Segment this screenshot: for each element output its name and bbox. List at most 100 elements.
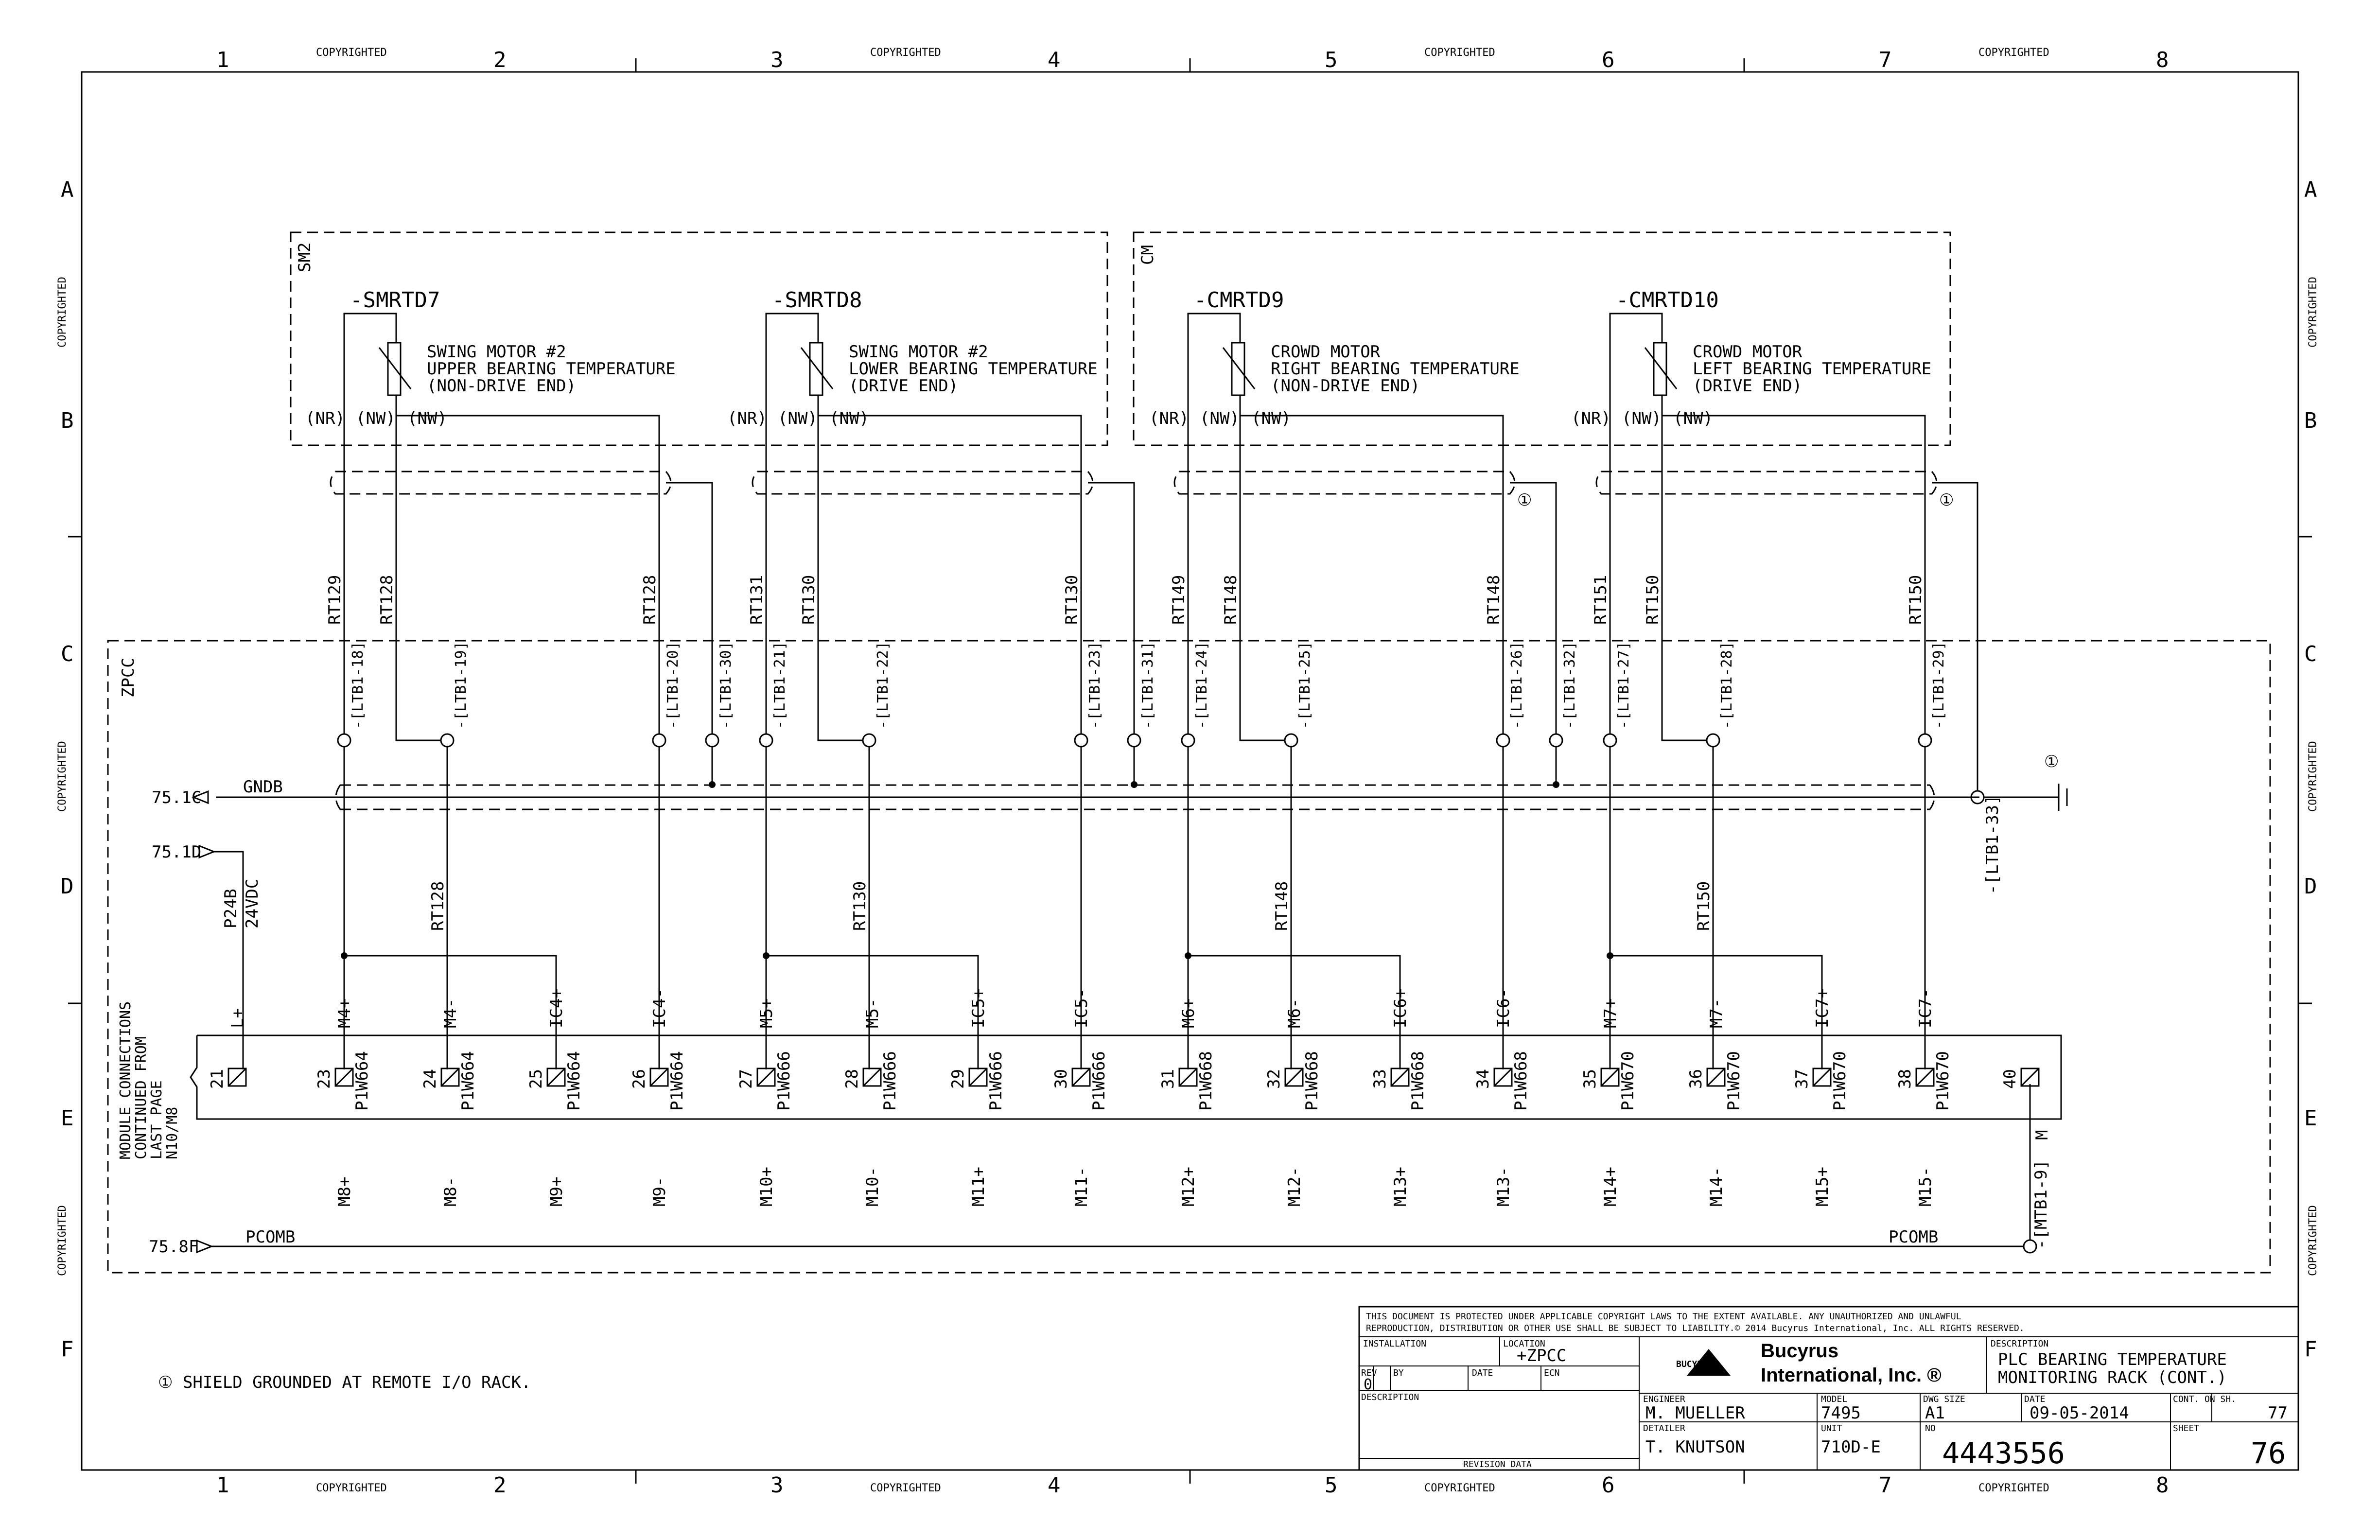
date2-label: DATE <box>2024 1394 2045 1404</box>
drawing-title-line2: MONITORING RACK (CONT.) <box>1998 1368 2227 1387</box>
col-1-b: 1 <box>216 1473 229 1498</box>
detailer-label: DETAILER <box>1643 1423 1685 1434</box>
footnote: ① SHIELD GROUNDED AT REMOTE I/O RACK. <box>158 1373 531 1392</box>
sensor-wiring-2: (NR)(NW)(NW)-[LTB1-32]①-[LTB1-24]-[LTB1-… <box>1149 313 1578 1069</box>
pin-signal-label: IC5+ <box>969 988 988 1028</box>
zone-sm2-box <box>290 231 1108 446</box>
wire-label: RT130 <box>799 575 819 625</box>
zone-cm-label: CM <box>1138 245 1157 265</box>
pin-signal-label: IC4- <box>650 988 669 1028</box>
terminal-label: -[LTB1-30] <box>718 641 735 729</box>
cont-value: 77 <box>2268 1403 2288 1423</box>
module-label-line1: MODULE CONNECTIONS <box>117 1001 134 1159</box>
pin-terminal-box <box>1071 1068 1091 1087</box>
copyright-mark: COPYRIGHTED <box>56 1205 69 1276</box>
wire-label: RT129 <box>325 575 345 625</box>
sensor-desc-line3: (DRIVE END) <box>1693 376 1802 396</box>
pin-terminal-box <box>1284 1068 1304 1087</box>
sensor-desc-line2: LOWER BEARING TEMPERATURE <box>849 359 1098 379</box>
col-6: 6 <box>1602 48 1615 72</box>
description-label: DESCRIPTION <box>1991 1339 2048 1349</box>
pin-continuation-label: M11+ <box>969 1167 988 1207</box>
pin-module-label: P1W666 <box>774 1051 794 1111</box>
terminal-label: -[LTB1-31] <box>1139 641 1156 729</box>
lead-nw-label: (NW) <box>1251 409 1291 428</box>
cable-shield <box>752 471 1094 495</box>
pin-terminal-box <box>1493 1068 1513 1087</box>
pin-number: 29 <box>948 1069 968 1089</box>
sensor-desc-line2: RIGHT BEARING TEMPERATURE <box>1271 359 1520 379</box>
pin-number: 23 <box>315 1069 334 1089</box>
pin-signal-label: IC5- <box>1072 988 1091 1028</box>
wire-label: RT131 <box>747 575 767 625</box>
col-2-b: 2 <box>493 1473 507 1498</box>
sensor-wiring-1: (NR)(NW)(NW)-[LTB1-31]-[LTB1-21]-[LTB1-2… <box>727 313 1156 1069</box>
sensor-smrtd8: -SMRTD8 SWING MOTOR #2 LOWER BEARING TEM… <box>772 288 1098 396</box>
wire-label: RT128 <box>428 881 448 931</box>
terminal-label: -[LTB1-19] <box>453 641 470 729</box>
terminal-label: -[LTB1-23] <box>1086 641 1103 729</box>
number-label: NO <box>1925 1423 1936 1434</box>
copyright-mark: COPYRIGHTED <box>1424 1482 1495 1494</box>
column-markers-top: 1 2 3 4 5 6 7 8 <box>216 48 2169 72</box>
col-2: 2 <box>493 48 507 72</box>
pin-terminal-box <box>1812 1068 1832 1087</box>
terminal-label: -[LTB1-27] <box>1615 641 1632 729</box>
lead-nr-label: (NR) <box>1149 409 1189 428</box>
sheet-label: SHEET <box>2173 1423 2199 1434</box>
pin-module-label: P1W670 <box>1618 1051 1638 1111</box>
col-7-b: 7 <box>1879 1473 1892 1498</box>
rtd-element-icon <box>1653 342 1667 396</box>
pin-signal-label: IC6- <box>1494 988 1513 1028</box>
wire-label: RT130 <box>850 881 870 931</box>
lead-nr-label: (NR) <box>305 409 345 428</box>
pin-number: 32 <box>1264 1069 1284 1089</box>
wire-label: RT149 <box>1169 575 1189 625</box>
copyright-mark: COPYRIGHTED <box>870 1482 941 1494</box>
gndb-bus: 75.1C GNDB ① -[LTB1-33] <box>152 486 2068 894</box>
vdc-label: 24VDC <box>243 879 262 928</box>
pcomb-label: PCOMB <box>245 1227 295 1247</box>
terminal-circle <box>1284 733 1298 748</box>
col-3: 3 <box>770 48 784 72</box>
pin-continuation-label: M14+ <box>1601 1167 1620 1207</box>
pin-signal-label: IC6+ <box>1391 988 1410 1028</box>
module-label-line2: CONTINUED FROM <box>133 1036 150 1159</box>
pin-terminal-box <box>1178 1068 1198 1087</box>
wire-label: RT150 <box>1906 575 1925 625</box>
cable-shield <box>1173 471 1516 495</box>
rtd-element-icon <box>1231 342 1245 396</box>
sensor-tag: -SMRTD7 <box>350 288 440 313</box>
pin-terminal-box <box>334 1068 354 1087</box>
company-name: Bucyrus <box>1761 1340 1838 1362</box>
pin-signal-label: IC7- <box>1916 988 1935 1028</box>
dwg-size-value: A1 <box>1925 1403 1945 1423</box>
pin-number: 33 <box>1370 1069 1390 1089</box>
pin-continuation-label: M8+ <box>335 1177 354 1207</box>
lead-nw-label: (NW) <box>1200 409 1240 428</box>
lead-nw-label: (NW) <box>407 409 447 428</box>
mtb-terminal-label: -[MTB1-9] <box>2031 1160 2051 1249</box>
pin-number: 30 <box>1051 1069 1071 1089</box>
col-3-b: 3 <box>770 1473 784 1498</box>
copyright-notice-line2: REPRODUCTION, DISTRIBUTION OR OTHER USE … <box>1366 1323 2025 1333</box>
row-a-r: A <box>2304 177 2317 202</box>
lead-nw-label: (NW) <box>1673 409 1713 428</box>
pin-number: 40 <box>2000 1069 2020 1089</box>
row-e-r: E <box>2304 1106 2317 1131</box>
detailer-value: T. KNUTSON <box>1645 1437 1745 1457</box>
module-pin-21: 21L+ <box>208 1008 247 1089</box>
pin-signal-label: M4+ <box>335 998 354 1028</box>
col-8: 8 <box>2156 48 2169 72</box>
col-4: 4 <box>1048 48 1061 72</box>
pin-signal-label: M6- <box>1285 998 1304 1028</box>
pin-continuation-label: M11- <box>1072 1167 1091 1207</box>
pin-terminal-box <box>862 1068 882 1087</box>
sheet-number: 76 <box>2251 1436 2286 1470</box>
